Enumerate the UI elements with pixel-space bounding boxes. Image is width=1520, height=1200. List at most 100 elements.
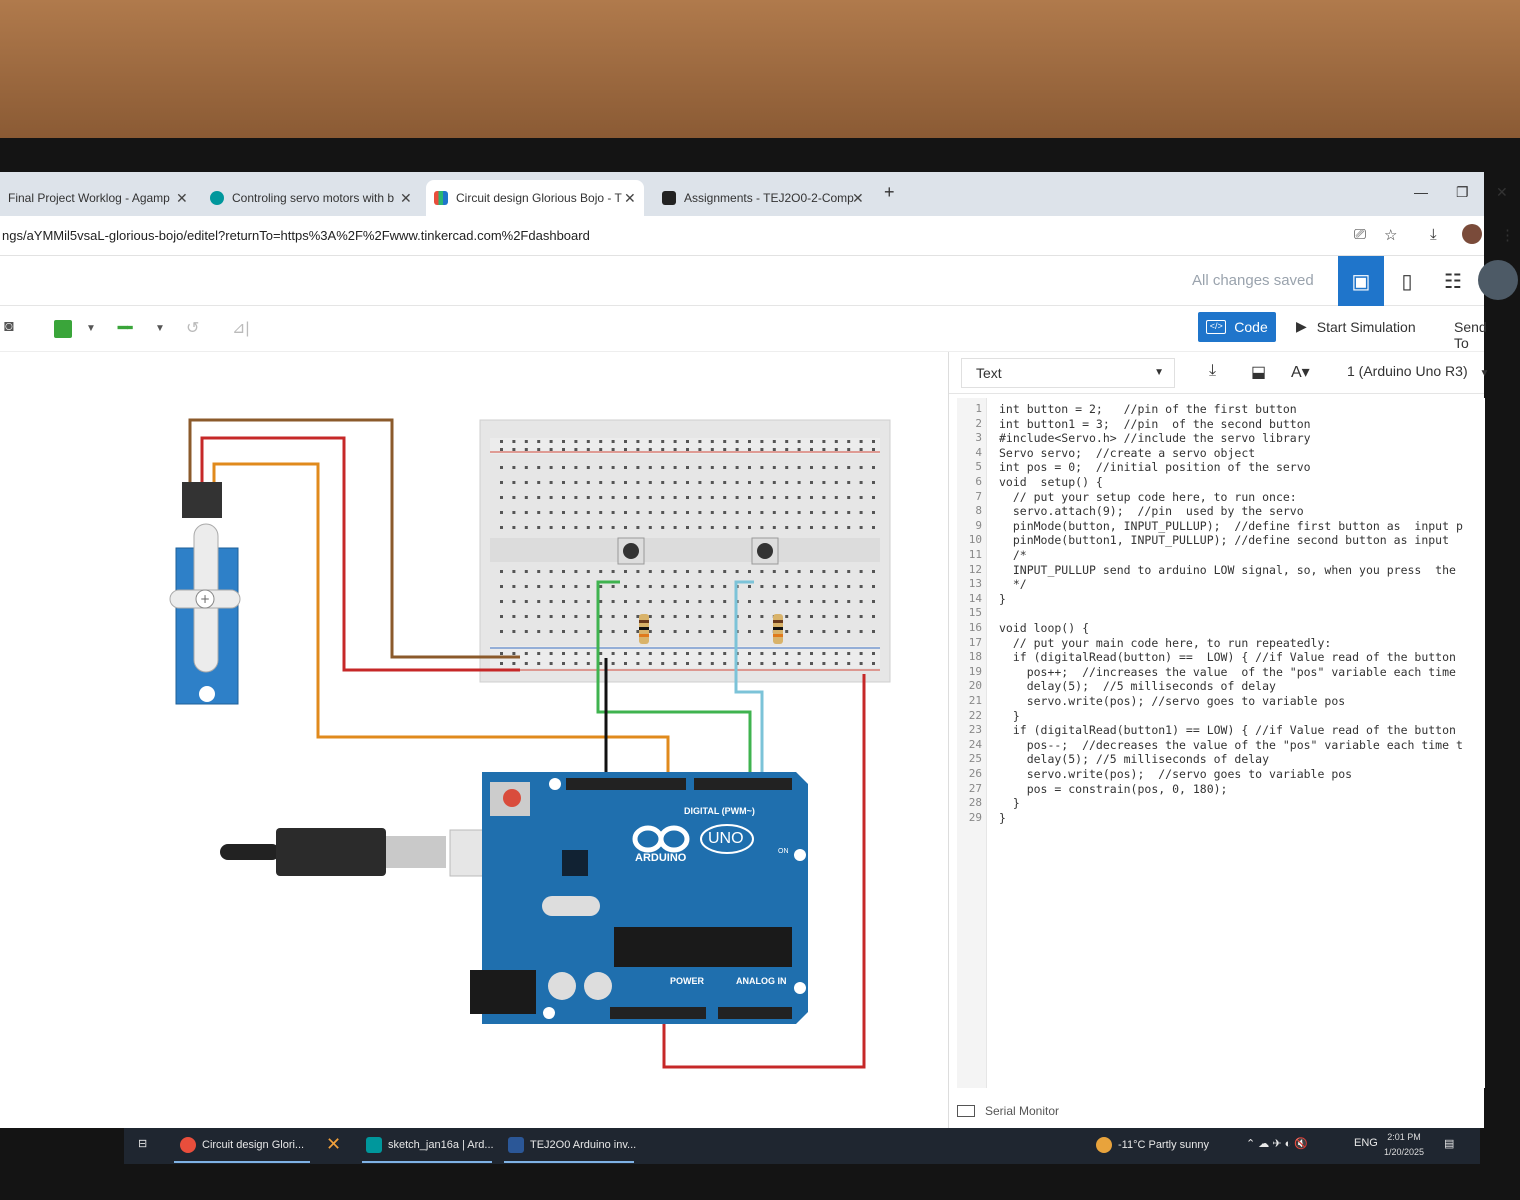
close-icon[interactable]: ✕ [400, 189, 412, 206]
code-line: void setup() { [999, 475, 1103, 489]
wire-color-swatch[interactable] [54, 320, 72, 338]
circuit-drawing: + [169, 418, 891, 1069]
resistor[interactable] [773, 614, 783, 644]
user-avatar[interactable] [1478, 260, 1518, 300]
notification-icon[interactable]: ▤ [1444, 1138, 1455, 1150]
tab-label: Final Project Worklog - Agamp [8, 191, 170, 205]
rotate-icon[interactable]: ↺ [186, 320, 200, 337]
code-line: servo.write(pos); //servo goes to variab… [999, 694, 1346, 708]
chevron-down-icon: ▼ [1154, 367, 1164, 378]
code-button-label: Code [1234, 319, 1268, 335]
browser-tab[interactable]: Assignments - TEJ2O0-2-Comp ✕ [654, 180, 872, 216]
weather-widget[interactable]: -11°C Partly sunny [1096, 1137, 1209, 1153]
uno-label: UNO [708, 830, 744, 847]
push-button[interactable] [617, 537, 645, 565]
new-tab-button[interactable]: + [884, 182, 895, 202]
upload-icon[interactable]: ⬓ [1251, 364, 1267, 381]
address-bar: ngs/aYMMil5vsaL-glorious-bojo/editel?ret… [0, 216, 1515, 256]
browser-tab[interactable]: Final Project Worklog - Agamp ✕ [0, 180, 196, 216]
code-panel-toolbar: Text ▼ ⤓ ⬓ A▾ 1 (Arduino Uno R3) ▼ [949, 352, 1489, 394]
breadboard[interactable] [479, 419, 891, 683]
wires[interactable] [188, 418, 866, 1069]
browser-tab-active[interactable]: Circuit design Glorious Bojo - T ✕ [426, 180, 644, 216]
code-line: } [999, 796, 1020, 811]
code-line: } [999, 591, 1006, 606]
bookmark-star-icon[interactable]: ☆ [1384, 227, 1398, 244]
code-line: pos = constrain(pos, 0, 180); [999, 781, 1228, 796]
line-number: 10 [968, 533, 982, 547]
play-icon: ▶ [1296, 318, 1307, 334]
arduino-uno-board[interactable] [470, 772, 808, 1024]
line-number: 18 [968, 650, 982, 664]
line-number: 22 [968, 708, 982, 722]
schematic-view-button[interactable]: ▯ [1384, 256, 1430, 306]
code-line: /* [999, 548, 1027, 562]
browser-tab[interactable]: Controling servo motors with b ✕ [202, 180, 420, 216]
arduino-icon [210, 191, 224, 205]
code-mode-select[interactable]: Text ▼ [961, 358, 1175, 388]
servo-motor[interactable]: + [169, 482, 241, 705]
wire-type-icon[interactable]: ━╸ [118, 320, 138, 337]
resistor[interactable] [639, 614, 649, 644]
install-app-icon[interactable]: ⎚ [1354, 226, 1367, 243]
app-x-icon[interactable]: ✕ [326, 1134, 342, 1154]
url-input[interactable]: ngs/aYMMil5vsaL-glorious-bojo/editel?ret… [2, 228, 590, 243]
chevron-down-icon[interactable]: ▼ [155, 323, 165, 334]
push-button[interactable] [751, 537, 779, 565]
serial-monitor-toggle[interactable]: Serial Monitor [957, 1104, 1059, 1118]
code-line: if (digitalRead(button1) == LOW) { //if … [999, 723, 1456, 738]
code-mode-value: Text [976, 365, 1002, 381]
download-code-icon[interactable]: ⤓ [1209, 362, 1217, 379]
line-number: 12 [968, 562, 982, 576]
tinkercad-icon [434, 191, 448, 205]
code-line: INPUT_PULLUP send to arduino LOW signal,… [999, 562, 1456, 577]
active-indicator [362, 1161, 492, 1163]
analog-in-label: ANALOG IN [736, 976, 787, 986]
system-tray-icons[interactable]: ⌃ ☁ ✈ ◐ 🔇 [1246, 1138, 1308, 1150]
line-number: 23 [968, 723, 982, 737]
taskbar-item[interactable]: sketch_jan16a | Ard... [366, 1137, 494, 1153]
close-window-icon[interactable]: ✕ [1496, 184, 1508, 200]
taskbar-item[interactable]: TEJ2O0 Arduino inv... [508, 1137, 636, 1153]
circuit-view-button[interactable]: ▣ [1338, 256, 1384, 306]
profile-avatar[interactable] [1462, 224, 1482, 244]
line-number: 4 [975, 445, 982, 459]
task-view-icon[interactable]: ⊟ [138, 1138, 148, 1150]
send-to-button[interactable]: Send To [1454, 319, 1487, 351]
breadboard-holes [500, 440, 875, 665]
tab-label: Assignments - TEJ2O0-2-Comp [684, 191, 854, 205]
clock[interactable]: 2:01 PM 1/20/2025 [1384, 1130, 1424, 1160]
notes-icon[interactable]: ◙ [4, 318, 14, 335]
component-list-button[interactable]: ☷ [1430, 256, 1476, 306]
windows-taskbar: ⊟ Circuit design Glori... ✕ sketch_jan16… [124, 1128, 1480, 1164]
line-number: 17 [968, 635, 982, 649]
arduino-infinity-logo [632, 825, 690, 853]
close-icon[interactable]: ✕ [852, 189, 864, 206]
code-line: pinMode(button, INPUT_PULLUP); //define … [999, 518, 1463, 533]
font-size-icon[interactable]: A▾ [1291, 364, 1310, 381]
board-select[interactable]: 1 (Arduino Uno R3) ▼ [1347, 363, 1489, 379]
line-number: 28 [968, 796, 982, 810]
menu-kebab-icon[interactable]: ⋮ [1500, 227, 1515, 244]
line-number: 6 [975, 475, 982, 488]
close-icon[interactable]: ✕ [624, 189, 636, 206]
minimize-icon[interactable]: — [1414, 184, 1428, 200]
code-button[interactable]: </> Code [1198, 312, 1276, 342]
circuit-canvas[interactable]: + [0, 352, 948, 1128]
flip-icon[interactable]: ⊿| [232, 320, 250, 337]
browser-tab-strip: Final Project Worklog - Agamp ✕ Controli… [0, 172, 1508, 216]
chevron-down-icon[interactable]: ▼ [86, 323, 96, 334]
taskbar-item[interactable]: Circuit design Glori... [180, 1137, 304, 1153]
download-icon[interactable]: ⤓ [1430, 226, 1437, 243]
language-indicator[interactable]: ENG [1354, 1137, 1378, 1149]
close-icon[interactable]: ✕ [176, 189, 188, 206]
arduino-ide-icon [366, 1137, 382, 1153]
start-simulation-button[interactable]: ▶ Start Simulation [1296, 318, 1416, 335]
clock-time: 2:01 PM [1387, 1132, 1421, 1142]
code-line: */ [999, 577, 1027, 592]
code-line: // put your setup code here, to run once… [999, 489, 1297, 504]
restore-icon[interactable]: ❐ [1456, 184, 1469, 200]
on-led-label: ON [778, 848, 789, 855]
line-number: 5 [975, 460, 982, 474]
